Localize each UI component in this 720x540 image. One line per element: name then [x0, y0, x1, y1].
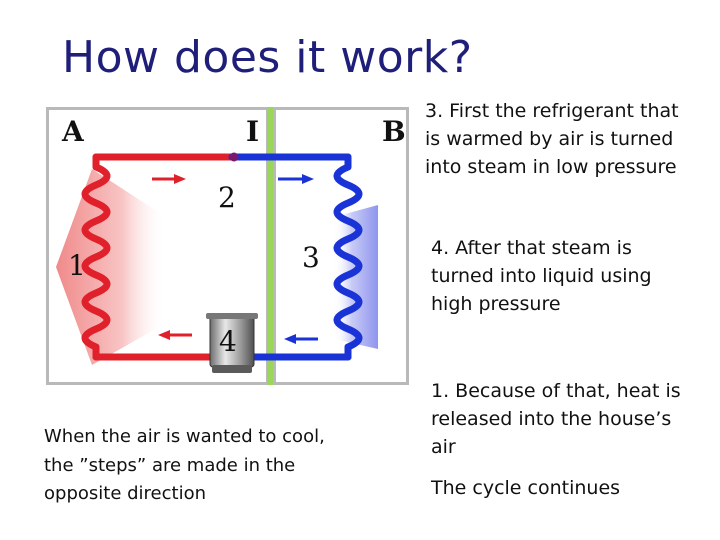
label-step-3: 3 — [302, 241, 320, 274]
note-reverse-direction: When the air is wanted to cool, the ”ste… — [44, 426, 325, 504]
wall-divider — [267, 107, 273, 385]
compressor — [206, 313, 258, 373]
note-step-1: 1. Because of that, heat is released int… — [431, 380, 681, 458]
label-step-2: 2 — [218, 181, 236, 214]
label-wall-i: I — [246, 115, 259, 148]
label-zone-a: A — [61, 115, 85, 148]
flow-arrow-top-cool — [278, 174, 314, 184]
note-step-3: 3. First the refrigerant that is warmed … — [425, 100, 679, 178]
flow-arrow-bottom-cool — [284, 334, 318, 344]
label-step-1: 1 — [68, 249, 86, 282]
warm-air-fan — [56, 169, 166, 365]
warm-coil — [81, 153, 111, 361]
label-zone-b: B — [382, 115, 406, 148]
flow-arrow-top-warm — [152, 174, 186, 184]
expansion-valve — [229, 152, 239, 162]
note-cycle: The cycle continues — [431, 477, 621, 499]
note-step-4: 4. After that steam is turned into liqui… — [431, 237, 652, 315]
label-step-4: 4 — [219, 325, 237, 358]
heat-pump-diagram: A I B 2 1 3 4 — [46, 107, 409, 385]
slide-title: How does it work? — [62, 32, 473, 83]
cool-coil — [333, 153, 363, 361]
flow-arrow-bottom-warm — [158, 330, 192, 340]
